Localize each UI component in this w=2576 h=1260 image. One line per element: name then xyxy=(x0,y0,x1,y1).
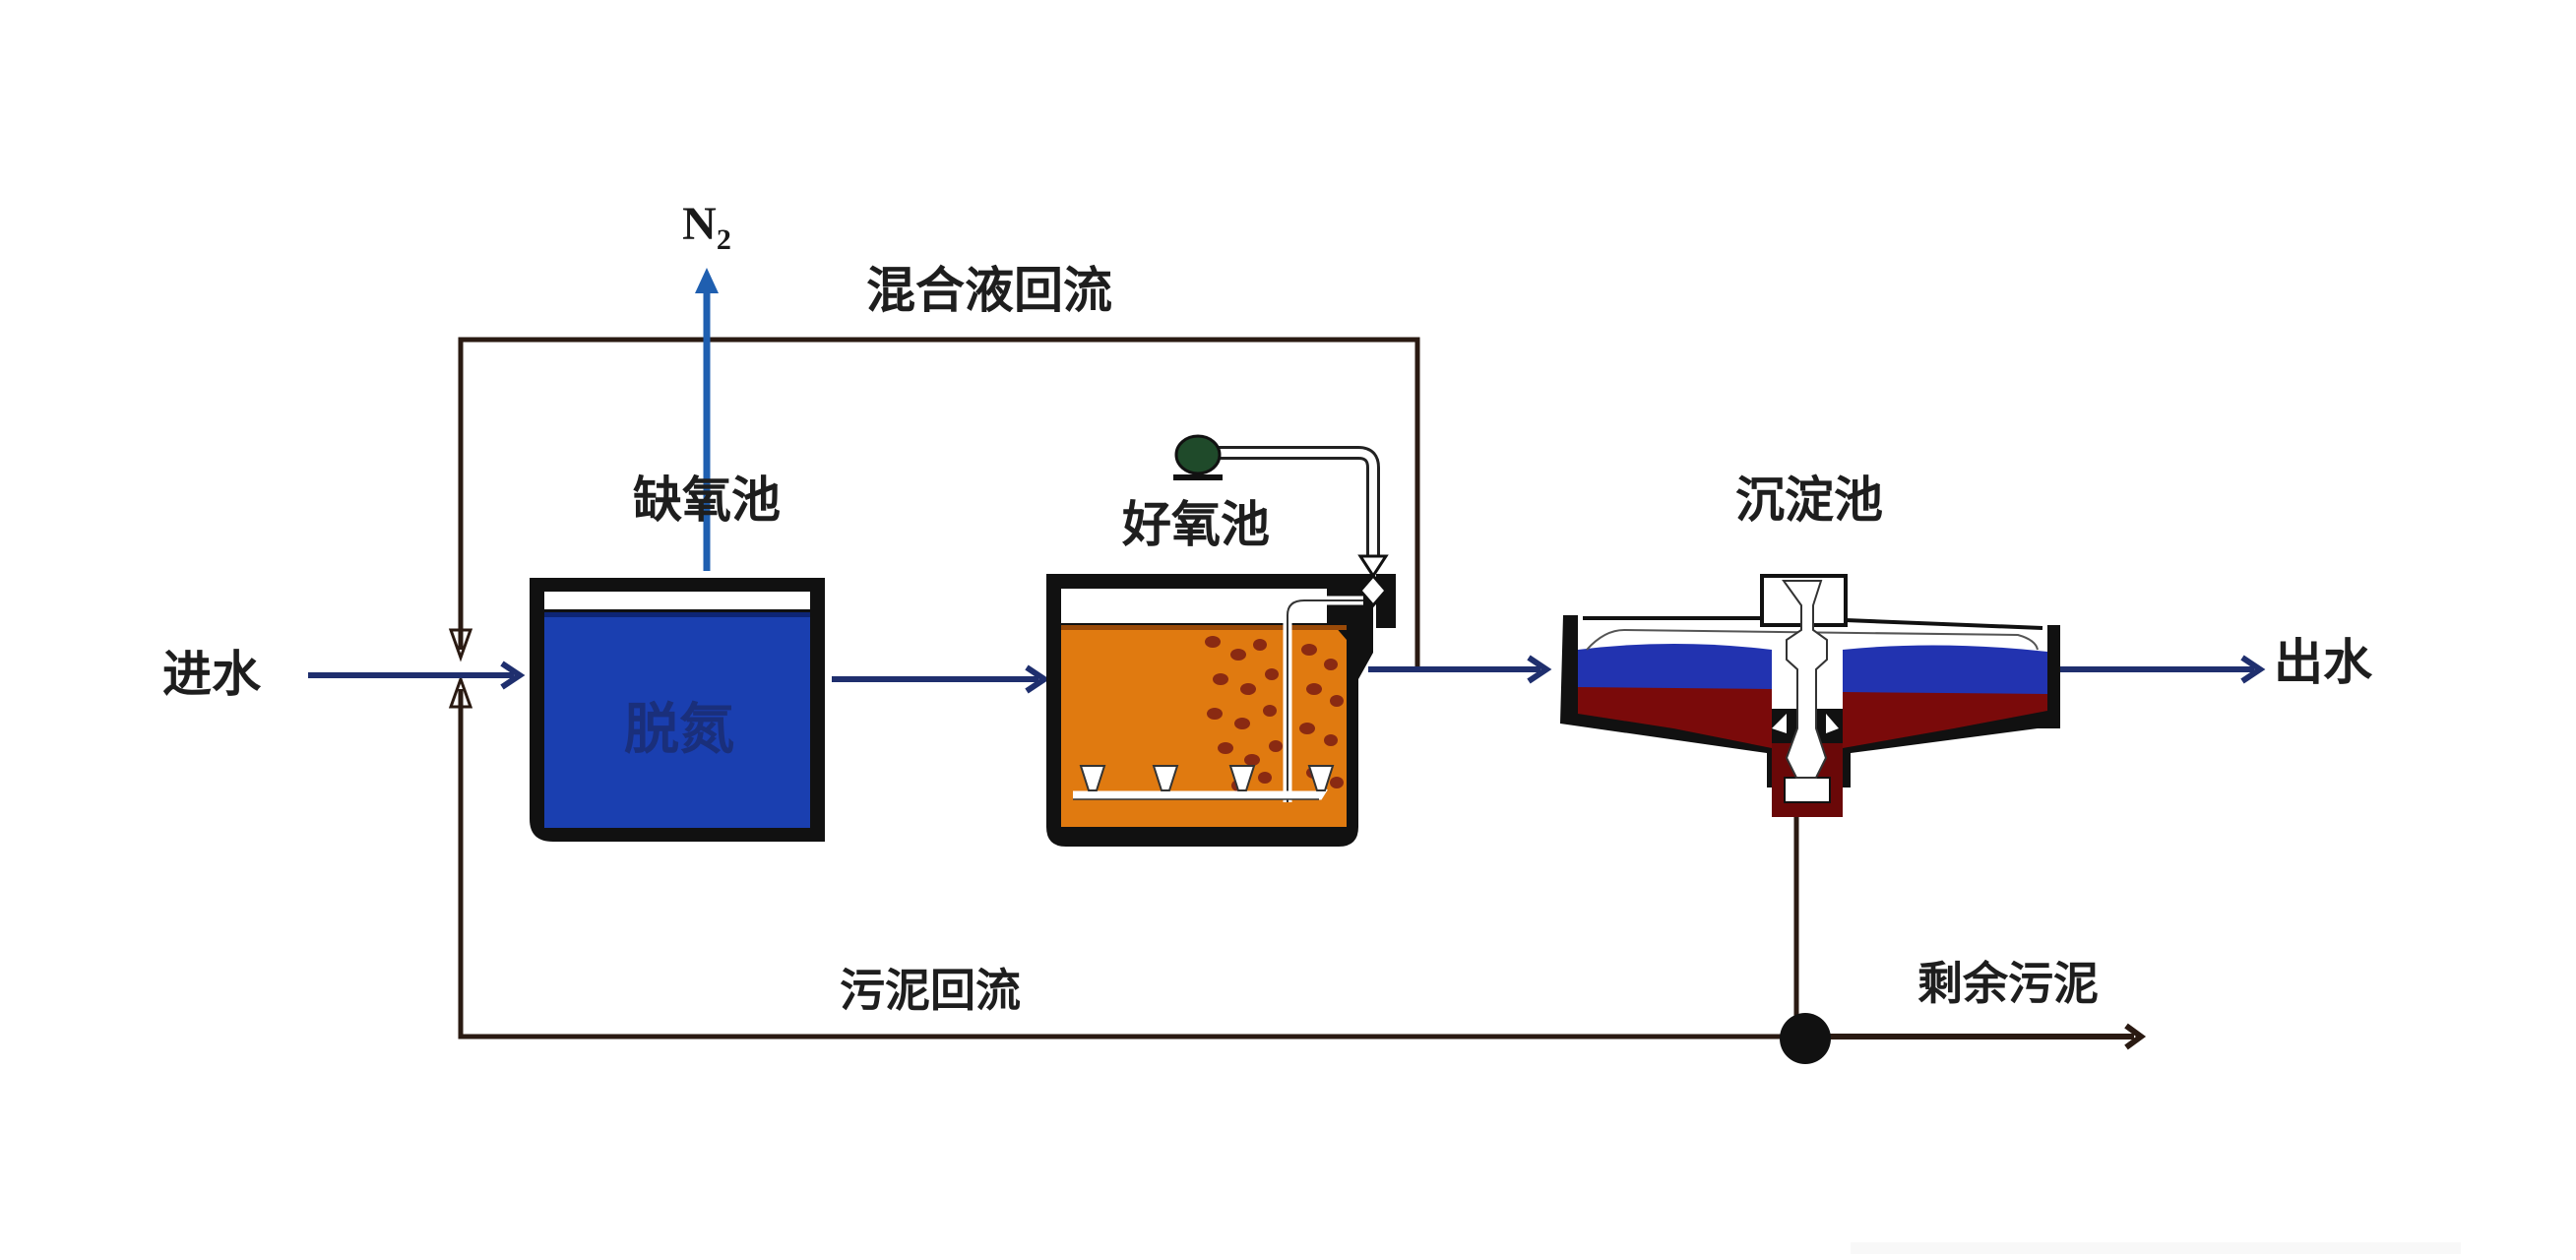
aerobic-to-sedimentation-arrow xyxy=(1368,655,1552,684)
return-arrow-down-icon xyxy=(448,628,473,662)
effluent-label: 出水 xyxy=(2274,633,2373,691)
sedimentation-tank-label: 沉淀池 xyxy=(1735,471,1883,529)
blower-icon xyxy=(1174,434,1222,475)
mixed-liquor-return-label: 混合液回流 xyxy=(866,261,1112,319)
mixed-liquor-return-line xyxy=(448,337,1420,669)
valve-icon xyxy=(1357,554,1389,579)
anoxic-tank-label: 缺氧池 xyxy=(633,471,781,529)
influent-arrow xyxy=(308,661,526,690)
denitrification-label: 脱氮 xyxy=(624,697,734,762)
aerobic-tank xyxy=(1046,574,1396,847)
aerobic-tank-label: 好氧池 xyxy=(1121,495,1270,553)
air-blower xyxy=(1173,434,1389,608)
sludge-return-line xyxy=(448,674,1799,1040)
excess-sludge-label: 剩余污泥 xyxy=(1917,957,2099,1010)
anoxic-to-aerobic-arrow xyxy=(832,664,1050,694)
n2-gas-arrow xyxy=(695,268,719,571)
air-diffusers xyxy=(1079,765,1335,791)
return-arrow-up-icon xyxy=(448,674,473,709)
influent-label: 进水 xyxy=(162,645,262,703)
sludge-return-label: 污泥回流 xyxy=(840,964,1021,1017)
sludge-pump-icon xyxy=(1780,1013,1831,1064)
aeration-bubbles xyxy=(1205,636,1344,791)
faint-artifact xyxy=(1851,1242,2461,1254)
excess-sludge-line xyxy=(1796,1023,2147,1050)
sedimentation-tank xyxy=(1560,574,2060,817)
effluent-arrow xyxy=(2060,655,2266,684)
n2-label: N2 xyxy=(682,198,731,256)
anoxic-tank xyxy=(530,578,825,842)
